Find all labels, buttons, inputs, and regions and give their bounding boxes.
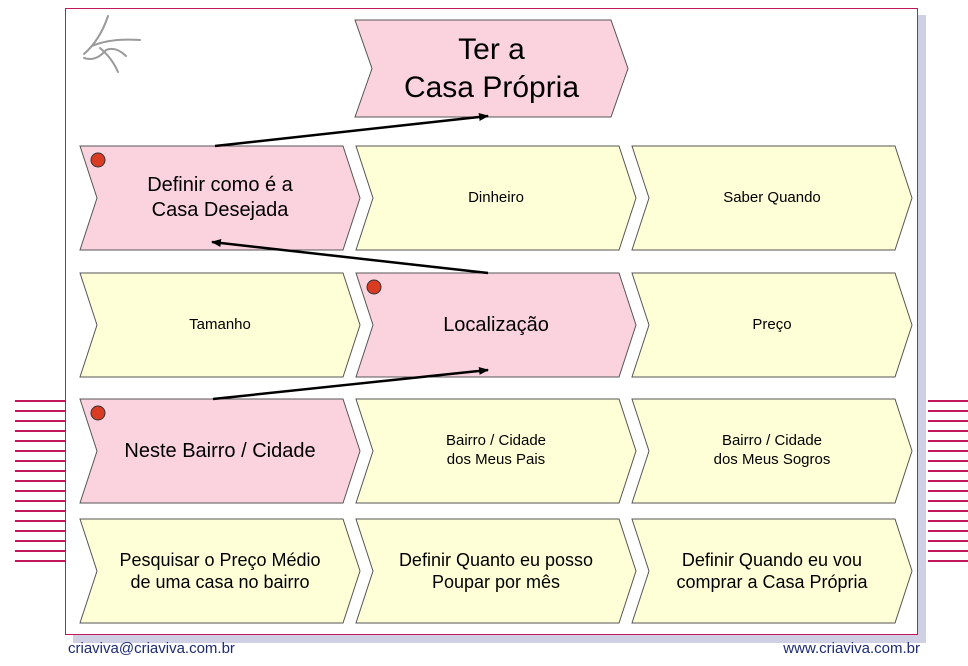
stripe-line [15,540,65,542]
stripe-line [928,420,968,422]
stripe-line [928,470,968,472]
stripe-line [928,480,968,482]
stripe-line [15,550,65,552]
stripe-line [928,440,968,442]
stripe-line [928,490,968,492]
footer-website[interactable]: www.criaviva.com.br [783,640,920,657]
left-stripes [15,400,65,570]
stripe-line [928,550,968,552]
stripe-line [928,520,968,522]
bullet-marker [366,279,382,295]
footer-email[interactable]: criaviva@criaviva.com.br [68,640,235,657]
stripe-line [928,530,968,532]
chevron-r1-c2 [355,145,637,251]
stripe-line [15,530,65,532]
stripe-line [928,400,968,402]
stripe-line [15,510,65,512]
stripe-line [15,400,65,402]
chevron-r2-c1 [79,272,361,378]
chevron-r4-c3 [631,518,913,624]
chevron-r3-c1 [79,398,361,504]
stripe-line [928,540,968,542]
stripe-line [15,520,65,522]
chevron-r3-c2 [355,398,637,504]
stripe-line [928,450,968,452]
chevron-r1-c3 [631,145,913,251]
stripe-line [15,410,65,412]
chevron-r3-c3 [631,398,913,504]
stripe-line [15,500,65,502]
goal-chevron [354,19,629,118]
bullet-marker [90,405,106,421]
stripe-line [15,490,65,492]
arrow-to-localizacao [212,366,489,401]
stripe-line [15,480,65,482]
chevron-r2-c2 [355,272,637,378]
bullet-marker [90,152,106,168]
stripe-line [928,500,968,502]
stripe-line [15,460,65,462]
stripe-line [15,430,65,432]
stripe-line [928,430,968,432]
stripe-line [928,410,968,412]
stripe-line [928,510,968,512]
chevron-r2-c3 [631,272,913,378]
bird-logo-icon [83,15,141,73]
chevron-r4-c1 [79,518,361,624]
right-stripes [928,400,968,570]
arrow-to-definir [211,239,489,275]
chevron-r1-c1 [79,145,361,251]
stripe-line [15,420,65,422]
stripe-line [928,460,968,462]
stripe-line [15,560,65,562]
stripe-line [15,450,65,452]
chevron-r4-c2 [355,518,637,624]
arrow-to-goal [214,113,489,148]
stripe-line [928,560,968,562]
stripe-line [15,470,65,472]
stripe-line [15,440,65,442]
